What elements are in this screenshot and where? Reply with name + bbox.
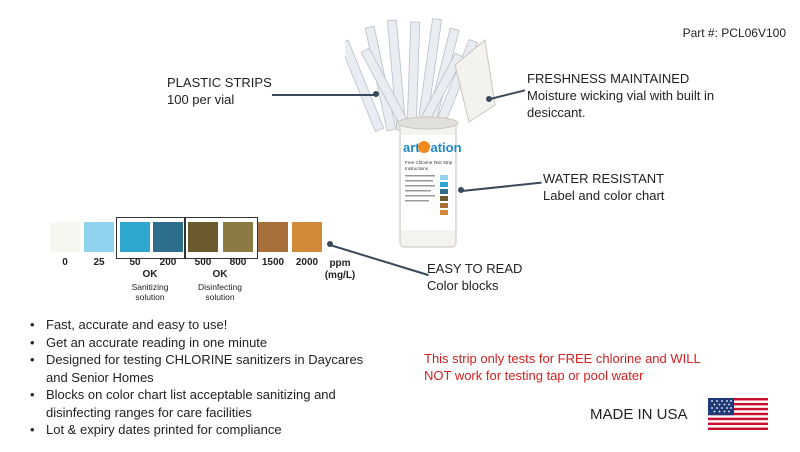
easy-read-connector-dot <box>327 241 333 247</box>
swatch-label-800: 800 <box>229 257 247 268</box>
plastic-strips-callout: PLASTIC STRIPS 100 per vial <box>167 74 272 108</box>
swatch-500 <box>188 222 218 252</box>
plastic-connector-dot <box>373 91 379 97</box>
water-resistant-callout: WATER RESISTANT Label and color chart <box>543 170 664 204</box>
vial-brand: art vation <box>403 140 462 155</box>
freshness-connector-dot <box>486 96 492 102</box>
disinfecting-ok-label: OK <box>212 269 228 280</box>
free-chlorine-warning: This strip only tests for FREE chlorine … <box>424 351 701 383</box>
feature-item: Designed for testing CHLORINE sanitizers… <box>30 351 370 386</box>
plastic-strips-sub: 100 per vial <box>167 92 235 107</box>
part-number: Part #: PCL06V100 <box>682 26 786 40</box>
swatch-label-200: 200 <box>159 257 177 268</box>
feature-item: Blocks on color chart list acceptable sa… <box>30 386 370 421</box>
vial-label-line2: Instructions <box>405 166 429 171</box>
usa-flag-icon <box>708 398 768 430</box>
water-connector-dot <box>458 187 464 193</box>
made-in-usa-label: MADE IN USA <box>590 406 688 423</box>
test-strip-vial-icon: art vation Free Chlorine Test Strip Inst… <box>345 18 496 248</box>
swatch-label-2000: 2000 <box>295 257 319 268</box>
vial-label-line1: Free Chlorine Test Strip <box>405 160 453 165</box>
easy-read-callout: EASY TO READ Color blocks <box>427 260 522 294</box>
swatch-label-500: 500 <box>194 257 212 268</box>
swatch-label-1500: 1500 <box>261 257 285 268</box>
easy-read-title: EASY TO READ <box>427 261 523 276</box>
swatch-50 <box>120 222 150 252</box>
swatch-0 <box>50 222 80 252</box>
plastic-connector-line <box>272 94 374 96</box>
sanitizing-ok-label: OK <box>142 269 158 280</box>
sanitizing-range-box <box>116 217 186 259</box>
sanitizing-solution-label: Sanitizing solution <box>131 282 169 302</box>
swatch-25 <box>84 222 114 252</box>
feature-item: Fast, accurate and easy to use! <box>30 316 370 334</box>
water-resistant-title: WATER RESISTANT <box>543 171 665 186</box>
disinfecting-range-box <box>184 217 258 259</box>
swatch-label-50: 50 <box>129 257 141 268</box>
plastic-strips-title: PLASTIC STRIPS <box>167 75 272 90</box>
freshness-title: FRESHNESS MAINTAINED <box>527 71 690 86</box>
feature-item: Lot & expiry dates printed for complianc… <box>30 421 370 439</box>
swatch-800 <box>223 222 253 252</box>
swatch-1500 <box>258 222 288 252</box>
unit-label: ppm (mg/L) <box>324 258 356 281</box>
swatch-2000 <box>292 222 322 252</box>
disinfecting-solution-label: Disinfecting solution <box>198 282 242 302</box>
swatch-200 <box>153 222 183 252</box>
feature-item: Get an accurate reading in one minute <box>30 334 370 352</box>
easy-read-sub: Color blocks <box>427 278 499 293</box>
swatch-label-25: 25 <box>93 257 105 268</box>
freshness-sub: Moisture wicking vial with built in desi… <box>527 88 715 120</box>
swatch-label-0: 0 <box>62 257 68 268</box>
freshness-callout: FRESHNESS MAINTAINED Moisture wicking vi… <box>527 70 747 121</box>
feature-list: Fast, accurate and easy to use! Get an a… <box>30 316 370 439</box>
water-resistant-sub: Label and color chart <box>543 188 665 203</box>
